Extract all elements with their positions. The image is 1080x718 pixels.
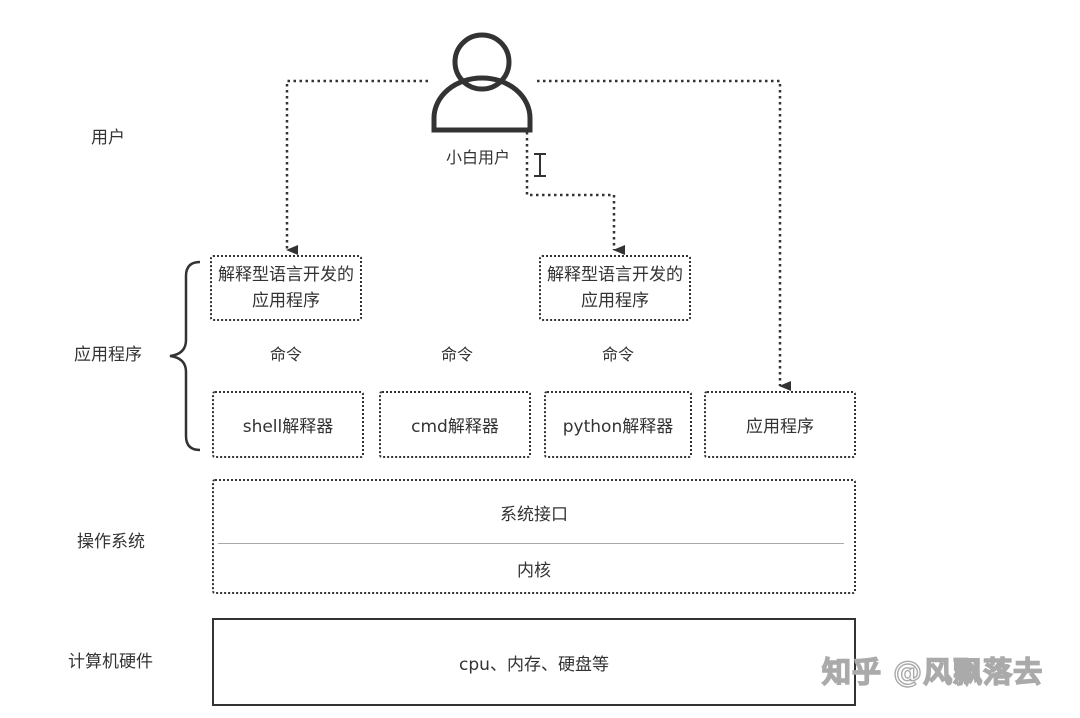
layer-label-os: 操作系统: [77, 532, 145, 552]
interpreter-python-label: python解释器: [562, 417, 674, 437]
interpreter-shell-box: shell解释器: [212, 391, 364, 458]
application-box: 应用程序: [704, 391, 856, 458]
application-layer-brace: [169, 260, 201, 452]
dev-app-left-label: 解释型语言开发的应用程序: [218, 265, 354, 311]
interpreter-shell-label: shell解释器: [242, 417, 334, 437]
connector-user-to-left-app: [285, 79, 428, 255]
command-label-2: 命令: [440, 345, 473, 364]
hardware-label: cpu、内存、硬盘等: [459, 654, 609, 675]
dev-app-right-box: 解释型语言开发的应用程序: [539, 255, 691, 321]
layer-label-user: 用户: [91, 128, 125, 148]
command-label-1: 命令: [269, 345, 302, 364]
user-label: 小白用户: [446, 148, 511, 167]
connector-user-to-right-app: [525, 132, 625, 255]
hardware-box: cpu、内存、硬盘等: [212, 618, 856, 706]
os-box: 系统接口 内核: [212, 479, 856, 594]
layer-label-application: 应用程序: [74, 345, 142, 365]
command-label-3: 命令: [601, 345, 634, 364]
user-avatar-icon: [431, 32, 533, 133]
system-interface-label: 系统接口: [500, 505, 568, 525]
text-cursor-icon: [534, 153, 546, 177]
dev-app-left-box: 解释型语言开发的应用程序: [210, 255, 362, 321]
application-box-label: 应用程序: [746, 417, 814, 437]
watermark: 知乎 @风飘落去: [821, 655, 1044, 689]
dev-app-right-label: 解释型语言开发的应用程序: [547, 265, 683, 311]
layer-label-hardware: 计算机硬件: [68, 652, 153, 672]
interpreter-cmd-box: cmd解释器: [379, 391, 531, 458]
os-divider: [218, 543, 844, 544]
kernel-label: 内核: [517, 561, 551, 581]
interpreter-cmd-label: cmd解释器: [411, 417, 499, 437]
connector-user-to-app-box: [537, 79, 791, 391]
interpreter-python-box: python解释器: [544, 391, 692, 458]
